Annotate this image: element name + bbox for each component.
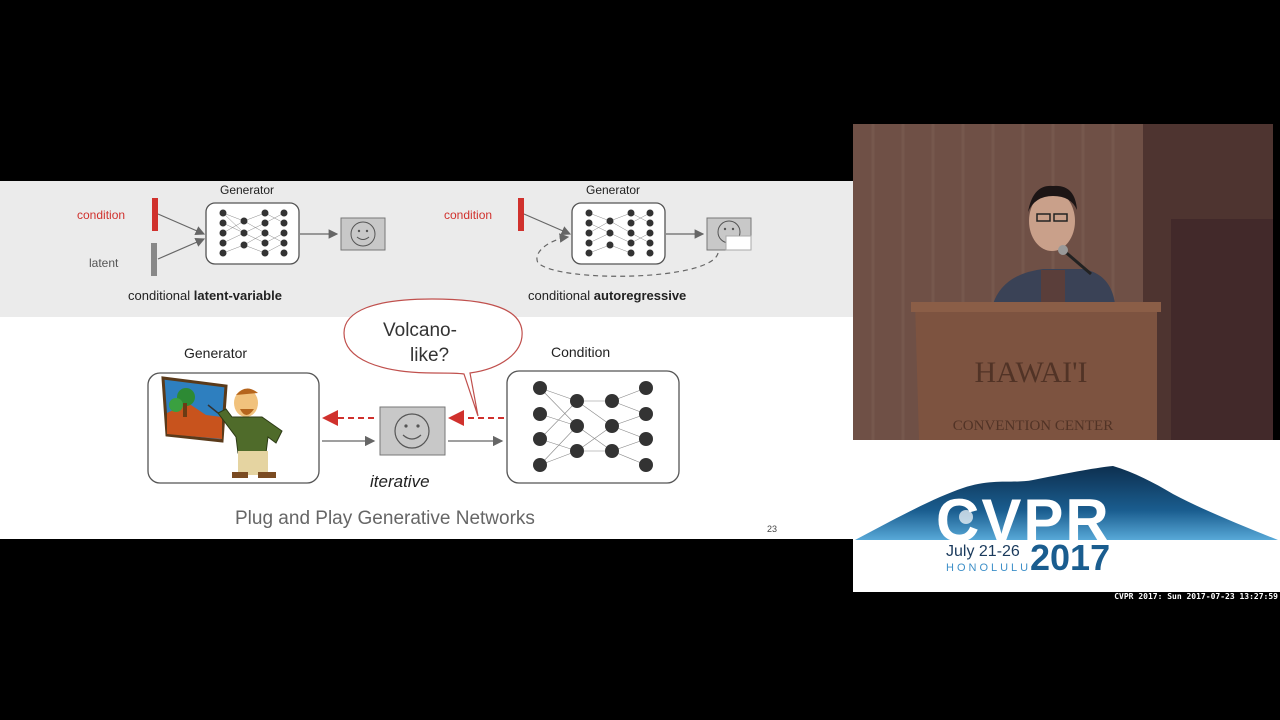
bottom-generator-label: Generator [184,345,248,361]
slide-title: Plug and Play Generative Networks [235,508,535,529]
top-left-generator-label: Generator [220,183,275,197]
slide-diagrams [147,198,752,484]
page-number: 23 [767,524,778,534]
top-left-condition-label: condition [77,208,126,222]
partial-smiley-output-icon [706,217,752,251]
top-right-generator-label: Generator [586,183,641,197]
condition-bar [152,198,158,231]
top-left-latent-label: latent [89,256,119,270]
bubble-line-1: Volcano- [383,320,457,341]
podium-text-convention: CONVENTION CENTER [953,418,1113,434]
painter-cartoon [147,372,320,484]
top-left-caption: conditional latent-variable [128,288,282,303]
smiley-output-icon [340,217,386,251]
bubble-line-2: like? [410,345,450,366]
conference-city: HONOLULU [946,562,1032,574]
autoregressive-feedback-arrow [536,233,719,277]
cvpr-logo-panel: CVPR July 21-26 HONOLULU 2017 [853,440,1280,592]
speaker-scene: HAWAI'I CONVENTION CENTER [853,124,1273,440]
condition-network-box [506,370,680,484]
conference-dates: July 21-26 [946,543,1020,560]
bottom-condition-label: Condition [551,344,611,360]
mountain-graphic [855,466,1278,540]
generator-network-box-right [571,202,666,265]
presentation-slide: Generator condition latent conditional l… [0,181,853,539]
latent-bar [151,243,157,276]
podium-text-hawaii: HAWAI'I [975,356,1088,389]
cvpr-wordmark: CVPR [936,487,1111,554]
speech-bubble [343,298,523,417]
top-right-condition-label: condition [444,208,493,222]
conference-year: 2017 [1030,537,1111,578]
iterative-label: iterative [370,472,430,491]
top-right-caption: conditional autoregressive [528,288,687,303]
generator-network-box [205,202,300,265]
recording-timestamp: CVPR 2017: Sun 2017-07-23 13:27:59 [1114,592,1278,601]
condition-bar-right [518,198,524,231]
smiley-image-icon [379,406,446,456]
speaker-video-panel: HAWAI'I CONVENTION CENTER [853,124,1273,440]
